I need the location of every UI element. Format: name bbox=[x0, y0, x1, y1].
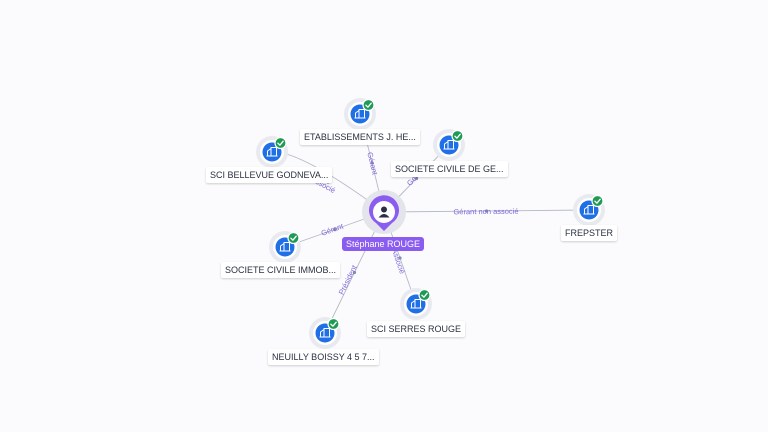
company-node-neuilly[interactable] bbox=[309, 317, 341, 349]
edge-label-frepster: Gérant non associé bbox=[453, 207, 518, 217]
company-label-frepster[interactable]: FREPSTER bbox=[561, 225, 618, 241]
company-label-scdg[interactable]: SOCIETE CIVILE DE GE... bbox=[391, 161, 508, 177]
edge-arrow-neuilly bbox=[352, 270, 357, 275]
check-icon bbox=[418, 288, 431, 302]
company-label-etab[interactable]: ETABLISSEMENTS J. HE... bbox=[300, 129, 420, 145]
company-label-serres[interactable]: SCI SERRES ROUGE bbox=[367, 321, 466, 337]
edge-arrow-frepster bbox=[484, 209, 489, 213]
company-label-scimmo[interactable]: SOCIETE CIVILE IMMOB... bbox=[221, 262, 341, 278]
edge-arrow-serres bbox=[398, 256, 402, 260]
company-label-bellevue[interactable]: SCI BELLEVUE GODNEVA... bbox=[206, 167, 333, 183]
person-icon bbox=[378, 206, 390, 218]
check-icon bbox=[451, 129, 464, 143]
edge-label-etab: Gérant bbox=[365, 151, 379, 176]
check-icon bbox=[362, 98, 375, 112]
company-node-bellevue[interactable] bbox=[256, 136, 288, 168]
company-label-neuilly[interactable]: NEUILLY BOISSY 4 5 7... bbox=[268, 349, 379, 365]
edge-arrow-scdg bbox=[414, 176, 419, 181]
check-icon bbox=[327, 317, 340, 331]
company-node-frepster[interactable] bbox=[573, 194, 605, 226]
check-icon bbox=[591, 194, 604, 208]
company-node-etab[interactable] bbox=[344, 98, 376, 130]
edge-label-serres: Associé bbox=[390, 247, 407, 275]
edge-label-scimmo: Gérant bbox=[320, 221, 345, 237]
edge-arrow-etab bbox=[370, 161, 374, 165]
edge-label-neuilly: Président bbox=[337, 263, 359, 296]
center-person-label[interactable]: Stéphane ROUGE bbox=[342, 237, 425, 251]
company-node-serres[interactable] bbox=[400, 288, 432, 320]
nodes-layer bbox=[256, 98, 605, 349]
check-icon bbox=[287, 231, 300, 245]
company-node-scimmo[interactable] bbox=[269, 231, 301, 263]
edge-arrow-scimmo bbox=[332, 227, 337, 232]
company-node-scdg[interactable] bbox=[433, 129, 465, 161]
center-node[interactable] bbox=[362, 190, 406, 234]
check-icon bbox=[274, 136, 287, 150]
